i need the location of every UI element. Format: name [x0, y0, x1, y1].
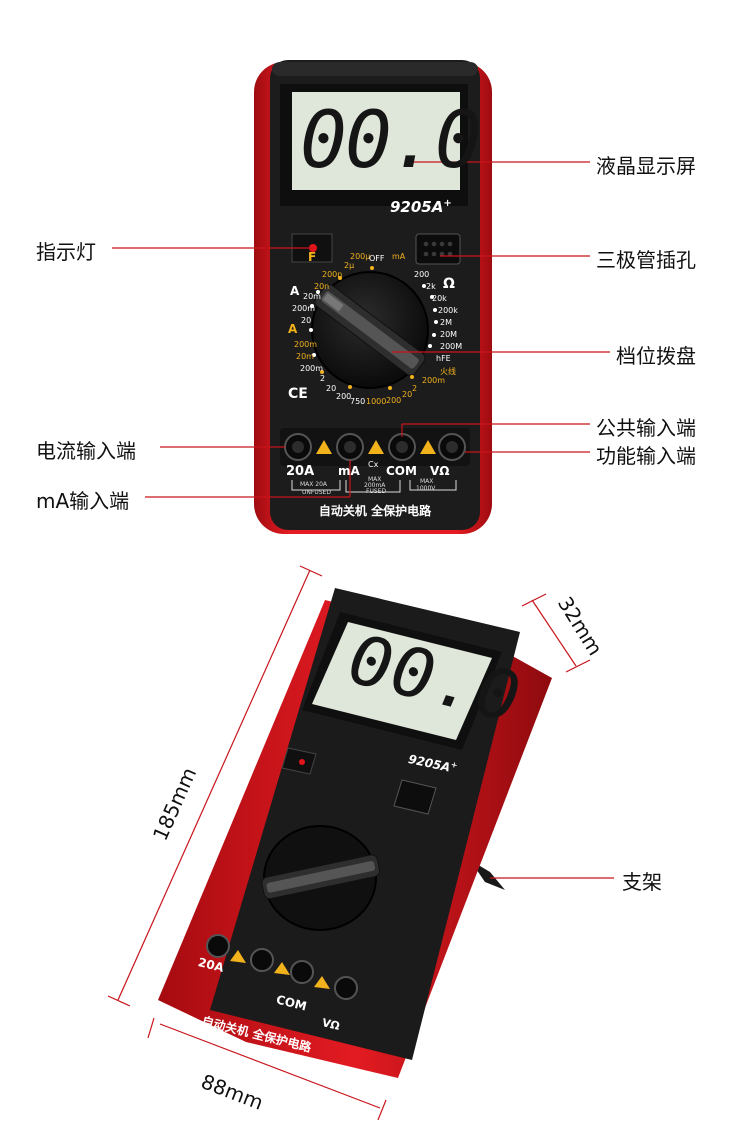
meter-front — [112, 60, 610, 534]
dial-label-fire: 火线 — [440, 367, 456, 376]
callout-current: 电流输入端 — [36, 439, 136, 463]
dial-label-r2m: 2M — [440, 318, 452, 327]
model-number: 9205A — [390, 198, 444, 216]
dial-label-v-ac-750: 750 — [350, 397, 366, 406]
jack-label-v: VΩ — [430, 464, 450, 478]
callout-function: 功能输入端 — [596, 444, 696, 468]
jack-label-com: COM — [386, 464, 417, 478]
dial-label-v-dc-2: 2 — [412, 384, 418, 393]
dial-label-v-dc-200m: 200m — [422, 376, 446, 385]
dial-label-20n: 20n — [314, 282, 330, 291]
callout-lcd: 液晶显示屏 — [596, 154, 696, 178]
dial-label-v-dc-20: 20 — [402, 390, 413, 399]
dial-label-200n: 200n — [322, 270, 343, 279]
dial-label-a-ac-20: 20 — [301, 316, 312, 325]
dial-label-v-ac-200m: 200m — [300, 364, 324, 373]
callout-transistor: 三极管插孔 — [596, 248, 696, 272]
callout-com: 公共输入端 — [596, 416, 696, 440]
fuse-ma-3: FUSED — [366, 488, 387, 495]
dial-label-a-dc-20m: 20m — [303, 292, 321, 301]
jack-label-cx: Cx — [368, 460, 379, 469]
dial-label-f: F — [308, 250, 317, 264]
jack-label-20a: 20A — [286, 464, 315, 479]
fuse-ma-1: MAX — [368, 476, 382, 483]
fuse-20a-2: UNFUSED — [302, 489, 331, 496]
dial-label-a-ac-20m: 20m — [296, 352, 314, 361]
dial-label-a-dc-200m: 200m — [292, 304, 316, 313]
dial-label-r20k: 20k — [432, 294, 447, 303]
meter-footer: 自动关机 全保护电路 — [318, 504, 432, 518]
dial-label-v-ac-200: 200 — [336, 392, 352, 401]
dial-label-2u: 2μ — [344, 261, 355, 270]
dial-label-r200m: 200M — [440, 342, 463, 351]
callout-indicator: 指示灯 — [36, 240, 96, 264]
lcd-screen-angled — [312, 622, 492, 740]
dial-label-r200: 200 — [414, 270, 430, 279]
dial-label-v-dc-200: 200 — [386, 396, 402, 405]
fuse-20a-1: MAX 20A — [300, 481, 328, 488]
lcd-readout: 00.0 — [300, 96, 482, 186]
meter-angled — [107, 565, 614, 1121]
callout-stand: 支架 — [622, 870, 662, 894]
model-suffix: + — [443, 198, 452, 209]
dial-label-r2k: 2k — [426, 282, 436, 291]
dial-label-off: OFF — [369, 254, 385, 263]
dial-label-a-ac-200m: 200m — [294, 340, 318, 349]
lcd-screen — [292, 92, 460, 190]
callout-ma: mA输入端 — [36, 489, 130, 513]
dial-a-ac-icon: A — [288, 322, 298, 336]
dial-a-dc-icon: A — [290, 284, 300, 298]
model-label: 9205A+ — [390, 198, 452, 216]
dial-label-v-ac-2: 2 — [320, 374, 326, 383]
jack-label-ma: mA — [338, 464, 360, 478]
dial-label-r20m: 20M — [440, 330, 458, 339]
callout-dial: 档位拨盘 — [616, 344, 696, 368]
dial-label-ohm: Ω — [443, 276, 455, 292]
dial-label-v-dc-1000: 1000 — [366, 397, 387, 406]
fuse-v-2: 1000V — [416, 485, 436, 492]
dial-label-v-ac-20: 20 — [326, 384, 337, 393]
fuse-ma-2: 200mA — [364, 482, 386, 489]
dial-label-r200k: 200k — [438, 306, 458, 315]
input-jacks — [284, 433, 466, 461]
dial-label-ma-top: mA — [392, 252, 406, 261]
dial-label-200u: 200μ — [350, 252, 371, 261]
ce-mark: CE — [288, 386, 308, 402]
dial-label-hfe: hFE — [436, 354, 451, 363]
fuse-v-1: MAX — [420, 478, 434, 485]
